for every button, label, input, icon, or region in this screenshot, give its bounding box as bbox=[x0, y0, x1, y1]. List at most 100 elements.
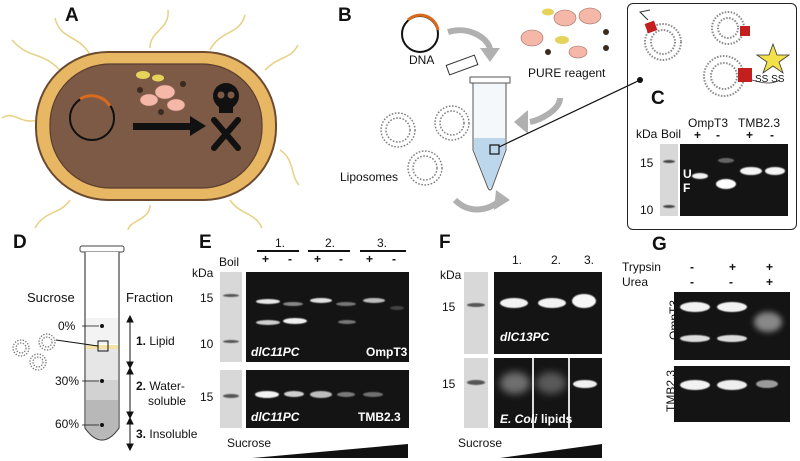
panel-f-lipid-top: dlC13PC bbox=[500, 330, 550, 344]
panel-c-band-u: U bbox=[683, 167, 692, 181]
panel-f-band bbox=[500, 298, 528, 308]
panel-d-fraction-1: 1. Lipid bbox=[136, 334, 175, 348]
panel-g-band bbox=[756, 380, 778, 388]
panel-c-frame bbox=[627, 3, 797, 230]
panel-c-marker-15: 15 bbox=[640, 156, 654, 170]
panel-e-marker-band bbox=[223, 294, 239, 297]
panel-c-ompt3: OmpT3 bbox=[688, 116, 729, 130]
panel-f-marker-15b: 15 bbox=[442, 377, 456, 391]
panel-e-sucrose-wedge bbox=[252, 444, 408, 458]
panel-e-sucrose: Sucrose bbox=[227, 436, 272, 450]
panel-g-trypsin-sign-3: + bbox=[766, 260, 774, 274]
panel-e-sign-4: - bbox=[339, 252, 343, 266]
pure-reagent-label: PURE reagent bbox=[528, 66, 606, 80]
panel-e-sign-1: + bbox=[262, 252, 270, 266]
panel-e-sign-3: + bbox=[314, 252, 322, 266]
panel-e-group-line bbox=[308, 250, 350, 252]
panel-e-sign-2: - bbox=[288, 252, 292, 266]
panel-g-trypsin-sign-2: + bbox=[729, 260, 737, 274]
panel-e-band bbox=[283, 302, 303, 306]
panel-f-band bbox=[500, 372, 530, 394]
panel-d-fraction-3: 3. Insoluble bbox=[136, 427, 198, 441]
panel-g-band bbox=[717, 302, 747, 312]
panel-e-boil: Boil bbox=[219, 255, 240, 269]
panel-f-marker-lane-bottom bbox=[464, 358, 488, 428]
panel-e-band bbox=[390, 306, 404, 310]
panel-e-band bbox=[337, 392, 355, 397]
panel-e-lipid-bottom: dlC11PC bbox=[251, 410, 300, 424]
panel-c-sign-4: - bbox=[770, 128, 774, 142]
panel-c-boil: Boil bbox=[661, 127, 682, 141]
panel-g-band bbox=[754, 312, 782, 332]
panel-e-marker-15b: 15 bbox=[200, 390, 214, 404]
panel-g-trypsin-sign-1: - bbox=[690, 260, 694, 274]
panel-d-letter: D bbox=[13, 232, 27, 253]
cell-free-illustration bbox=[401, 7, 643, 213]
panel-e-band bbox=[310, 391, 332, 398]
panel-e-marker-10: 10 bbox=[200, 337, 214, 351]
panel-f-group-2: 2. bbox=[551, 253, 562, 267]
panel-b-letter: B bbox=[338, 5, 352, 26]
panel-e-group-line bbox=[360, 250, 406, 252]
panel-c-sign-3: + bbox=[746, 128, 754, 142]
panel-f-gel-divider bbox=[532, 358, 534, 428]
panel-e-band bbox=[363, 392, 383, 397]
panel-f-band bbox=[538, 298, 566, 308]
panel-e-band bbox=[283, 318, 307, 324]
panel-f-band bbox=[572, 294, 596, 308]
panel-g-urea: Urea bbox=[622, 275, 649, 289]
panel-c-marker-band bbox=[663, 160, 675, 163]
panel-f-marker-15: 15 bbox=[442, 300, 456, 314]
panel-g-band bbox=[680, 335, 710, 342]
panel-g-gel-bottom bbox=[674, 366, 790, 422]
panel-g-band bbox=[717, 335, 747, 342]
panel-d-fraction-2b: soluble bbox=[148, 394, 187, 408]
panel-d-sucrose: Sucrose bbox=[27, 290, 75, 305]
panel-e-band bbox=[336, 302, 356, 306]
sucrose-gradient-tube bbox=[12, 245, 134, 452]
panel-c-band bbox=[740, 167, 762, 175]
panel-e-group-1: 1. bbox=[275, 236, 286, 250]
panel-f-band bbox=[573, 380, 597, 388]
panel-c-band bbox=[716, 179, 736, 189]
liposomes-illustration bbox=[380, 105, 470, 186]
panel-g-tmb: TMB2.3 bbox=[664, 369, 679, 413]
panel-e-marker-15: 15 bbox=[200, 291, 214, 305]
panel-g-trypsin: Trypsin bbox=[622, 260, 661, 274]
panel-g-band bbox=[680, 302, 710, 312]
panel-g-ompt3: OmpT3 bbox=[667, 299, 682, 341]
dna-label: DNA bbox=[409, 53, 435, 67]
panel-f-sucrose-wedge bbox=[500, 444, 602, 458]
panel-f-marker-band bbox=[467, 380, 485, 385]
panel-f-band bbox=[536, 372, 566, 394]
panel-e-marker-band bbox=[223, 394, 239, 398]
panel-e-band bbox=[363, 298, 385, 303]
panel-e-group-line bbox=[257, 250, 299, 252]
panel-e-band bbox=[255, 391, 279, 398]
panel-c-marker-10: 10 bbox=[640, 203, 654, 217]
panel-e-band bbox=[284, 391, 304, 397]
panel-f-gel-divider bbox=[568, 358, 570, 428]
panel-f-group-3: 3. bbox=[584, 253, 595, 267]
panel-c-sign-1: + bbox=[694, 128, 702, 142]
panel-g-band bbox=[717, 380, 747, 390]
panel-d-pct-0: 0% bbox=[58, 319, 76, 333]
liposomes-label: Liposomes bbox=[340, 170, 399, 184]
panel-c-tmb: TMB2.3 bbox=[738, 116, 781, 130]
panel-g-band bbox=[680, 380, 710, 390]
panel-e-band bbox=[256, 320, 280, 325]
panel-e-group-3: 3. bbox=[377, 236, 388, 250]
panel-e-sign-6: - bbox=[392, 252, 396, 266]
panel-e-group-2: 2. bbox=[325, 236, 336, 250]
panel-d-pct-60: 60% bbox=[55, 417, 80, 431]
panel-c-letter: C bbox=[651, 88, 665, 109]
bacterium-illustration bbox=[1, 9, 300, 231]
panel-e-band bbox=[338, 320, 356, 324]
panel-d-pct-30: 30% bbox=[55, 374, 80, 388]
panel-e-kda: kDa bbox=[192, 266, 214, 280]
panel-e-band bbox=[310, 298, 332, 303]
panel-e-marker-lane-bottom bbox=[220, 370, 242, 428]
panel-e-marker-band bbox=[223, 340, 239, 343]
panel-f-kda: kDa bbox=[440, 268, 462, 282]
membrane-protein-illustration bbox=[638, 9, 791, 97]
